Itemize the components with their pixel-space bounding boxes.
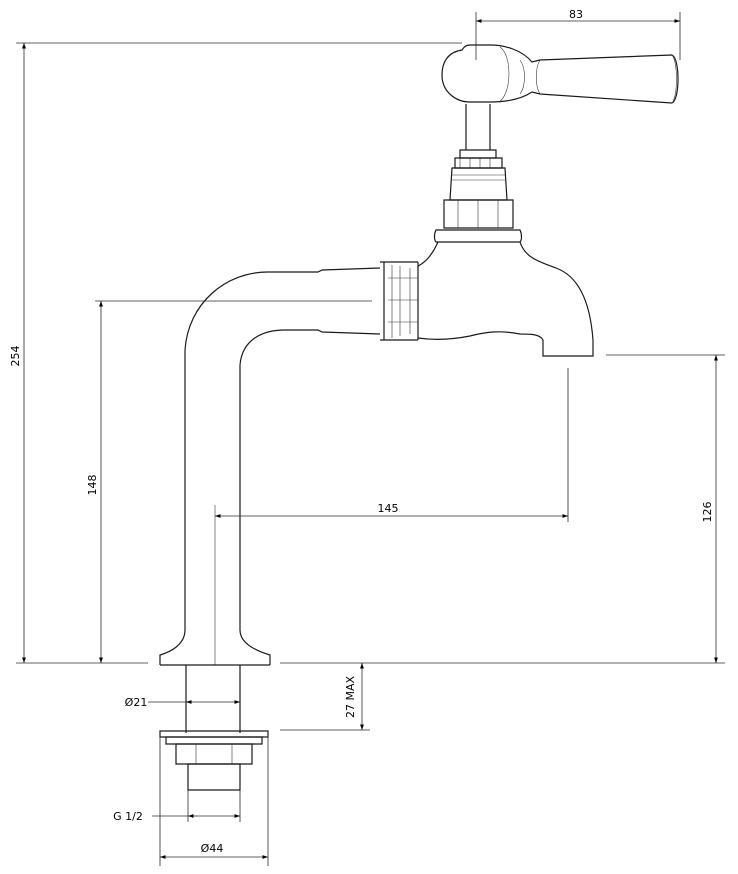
spindle <box>449 104 508 201</box>
dim-thread: G 1/2 <box>113 810 143 823</box>
tap-outline <box>159 44 679 791</box>
tail-assembly <box>159 664 270 791</box>
lever-handle <box>441 44 679 104</box>
dim-handle-reach: 83 <box>569 8 583 21</box>
spout-body <box>380 241 594 357</box>
dimension-lines <box>16 12 725 866</box>
dim-overall-height: 254 <box>9 346 22 367</box>
headwork-nut <box>433 199 523 243</box>
pillar <box>159 267 381 665</box>
dim-base-diameter: Ø44 <box>201 842 224 855</box>
dim-tail-diameter: Ø21 <box>125 696 148 709</box>
dim-max-deck: 27 MAX <box>344 676 357 719</box>
dim-spout-height-right: 126 <box>701 502 714 523</box>
dim-spout-reach: 145 <box>378 502 399 515</box>
dim-spout-height-left: 148 <box>86 475 99 496</box>
